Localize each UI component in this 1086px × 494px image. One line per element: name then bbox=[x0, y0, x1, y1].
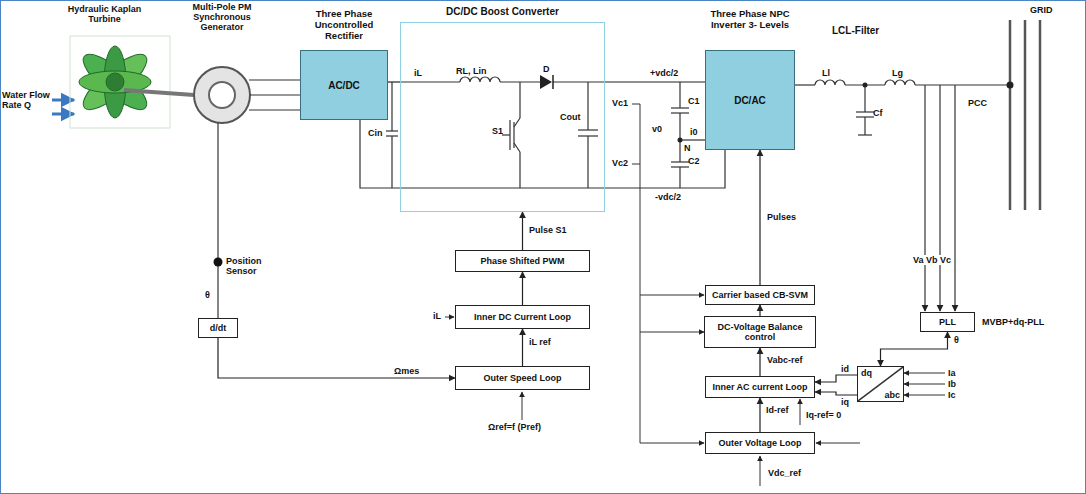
water-arrows bbox=[52, 100, 74, 114]
annotation-label: N bbox=[684, 143, 691, 153]
npc-inverter-block: Three Phase NPC Inverter 3- LevelsDC/AC bbox=[705, 8, 795, 150]
signal-arrow bbox=[522, 272, 523, 305]
block-label: DC-Voltage Balance control bbox=[708, 322, 812, 342]
block-label: dq bbox=[861, 368, 900, 378]
annotation-label: Cin bbox=[368, 128, 383, 138]
derivative-block: d/dt bbox=[198, 318, 238, 338]
dc-rail-wire bbox=[388, 81, 400, 82]
annotation-label: Cout bbox=[560, 112, 581, 122]
annotation-label: D bbox=[543, 64, 550, 74]
annotation-label: iL bbox=[433, 311, 441, 321]
control-loop-box: Outer Voltage Loop bbox=[705, 432, 815, 454]
block-label: DC/AC bbox=[705, 50, 795, 150]
annotation-label: Ic bbox=[948, 390, 956, 400]
signal-arrow bbox=[759, 150, 760, 285]
annotation-label: +vdc/2 bbox=[650, 68, 678, 78]
signal-arrow bbox=[815, 375, 857, 382]
signal-arrow bbox=[881, 332, 948, 366]
signal-label: Id-ref bbox=[765, 405, 790, 415]
signal-label: Vabc-ref bbox=[766, 355, 804, 365]
annotation-label: Hydraulic Kaplan Turbine bbox=[62, 4, 147, 24]
transform-block: dq abc bbox=[857, 366, 904, 402]
signal-label: iL ref bbox=[528, 337, 552, 347]
control-loop-box: Outer Speed Loop bbox=[455, 366, 590, 390]
block-label: Outer Voltage Loop bbox=[719, 438, 802, 448]
annotation-label: Vc2 bbox=[612, 158, 628, 168]
signal-label: Pulses bbox=[766, 212, 797, 222]
annotation-label: iL bbox=[414, 68, 422, 78]
pwm-block: Phase Shifted PWM bbox=[455, 250, 590, 272]
block-label: Inner DC Current Loop bbox=[474, 312, 571, 322]
signal-label: Ωmes bbox=[393, 366, 420, 376]
annotation-label: -vdc/2 bbox=[655, 192, 681, 202]
signal-arrow bbox=[522, 329, 523, 366]
signal-label: iq bbox=[840, 397, 850, 407]
annotation-label: Lg bbox=[892, 68, 903, 78]
annotation-label: Position Sensor bbox=[226, 256, 274, 276]
annotation-label: Vc1 bbox=[612, 98, 628, 108]
annotation-label: S1 bbox=[492, 126, 503, 136]
modulator-block: Carrier based CB-SVM bbox=[705, 285, 815, 305]
signal-arrow bbox=[759, 305, 760, 316]
annotation-label: Cf bbox=[873, 108, 883, 118]
signal-arrow bbox=[522, 212, 523, 250]
annotation-label: v0 bbox=[652, 124, 662, 134]
control-loop-box: Inner AC current Loop bbox=[705, 376, 815, 398]
annotation-label: θ bbox=[205, 290, 210, 300]
block-label: Phase Shifted PWM bbox=[480, 256, 564, 266]
annotation-label: C1 bbox=[688, 96, 700, 106]
pll-block: PLL bbox=[920, 312, 975, 332]
signal-label: Pulse S1 bbox=[528, 225, 568, 235]
annotation-label: Water Flow Rate Q bbox=[2, 90, 50, 110]
balance-control-box: DC-Voltage Balance control bbox=[704, 316, 816, 348]
signal-label: θ bbox=[953, 335, 960, 345]
block-label: Inner AC current Loop bbox=[712, 382, 807, 392]
annotation-label: Vdc_ref bbox=[768, 468, 801, 478]
block-label: Carrier based CB-SVM bbox=[712, 290, 808, 300]
annotation-label: RL, Lin bbox=[456, 66, 487, 76]
control-loop-box: Inner DC Current Loop bbox=[455, 305, 590, 329]
block-heading: Three Phase NPC Inverter 3- Levels bbox=[705, 8, 795, 30]
annotation-label: LCL-Filter bbox=[832, 26, 879, 36]
block-label: AC/DC bbox=[300, 50, 388, 120]
rectifier-block: Three Phase Uncontrolled RectifierAC/DC bbox=[300, 8, 388, 120]
pm-generator bbox=[194, 67, 250, 123]
signal-label: id bbox=[840, 364, 850, 374]
annotation-label: C2 bbox=[688, 156, 700, 166]
annotation-label: Multi-Pole PM Synchronous Generator bbox=[172, 2, 272, 32]
region-heading: DC/DC Boost Converter bbox=[401, 6, 604, 17]
annotation-label: i0 bbox=[690, 127, 698, 137]
block-sublabel: abc bbox=[861, 390, 900, 400]
annotation-label: PCC bbox=[968, 98, 987, 108]
signal-arrow bbox=[815, 392, 857, 395]
dc-rail-wire bbox=[605, 81, 705, 82]
annotation-label: Iq-ref= 0 bbox=[806, 410, 841, 420]
annotation-label: Ll bbox=[822, 68, 830, 78]
signal-arrow bbox=[759, 348, 760, 376]
annotation-label: GRID bbox=[1030, 5, 1053, 15]
block-label: Outer Speed Loop bbox=[483, 373, 561, 383]
kaplan-turbine bbox=[76, 46, 154, 118]
annotation-label: MVBP+dq-PLL bbox=[982, 317, 1044, 327]
annotation-label: Va Vb Vc bbox=[912, 255, 952, 265]
signal-arrow bbox=[759, 398, 760, 432]
annotation-label: Ib bbox=[948, 379, 956, 389]
signal-arrow bbox=[218, 338, 455, 378]
annotation-label: Ia bbox=[948, 368, 956, 378]
block-heading: Three Phase Uncontrolled Rectifier bbox=[300, 8, 388, 41]
annotation-label: Ωref=f (Pref) bbox=[488, 422, 541, 432]
block-label: d/dt bbox=[210, 323, 227, 333]
block-label: PLL bbox=[939, 317, 956, 327]
